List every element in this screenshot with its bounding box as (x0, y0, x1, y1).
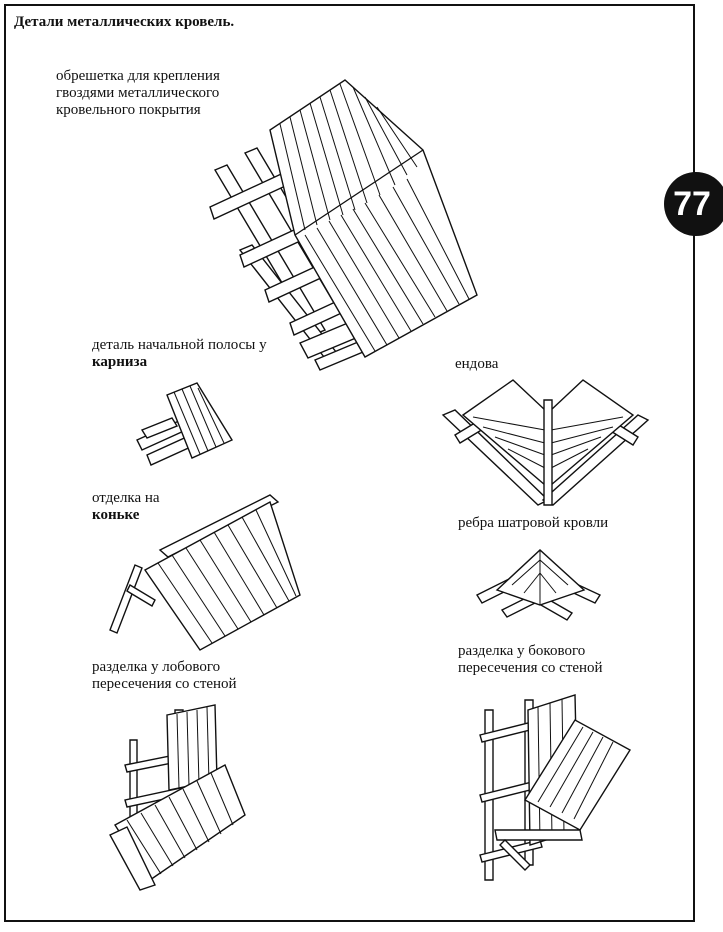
page-frame (4, 4, 695, 922)
caption-valley: ендова (455, 356, 499, 372)
caption-hip-ribs: ребра шатровой кровли (458, 515, 609, 531)
starter-strip-illustration (132, 380, 237, 470)
front-wall-illustration (105, 705, 245, 890)
side-wall-illustration (470, 690, 632, 890)
hip-ribs-illustration (472, 545, 607, 630)
caption-ridge-line1: отделка на (92, 490, 160, 506)
page-title: Детали металлических кровель. (14, 14, 235, 30)
caption-front-wall: разделка у лобового пересечения со стено… (92, 659, 237, 692)
caption-starter-strip-line1: деталь начальной полосы у (92, 337, 267, 353)
valley-illustration (443, 375, 648, 510)
page-number-badge: 77 (664, 172, 723, 236)
roof-sheet-panel (270, 80, 477, 357)
ridge-illustration (100, 490, 305, 655)
caption-starter-strip-line2: карниза (92, 354, 148, 370)
page-number: 77 (673, 185, 711, 223)
lathing-roof-illustration (205, 75, 490, 375)
caption-side-wall: разделка у бокового пересечения со стено… (458, 643, 603, 676)
caption-ridge-line2: коньке (92, 507, 140, 523)
caption-lathing: обрешетка для крепления гвоздями металли… (56, 68, 220, 118)
